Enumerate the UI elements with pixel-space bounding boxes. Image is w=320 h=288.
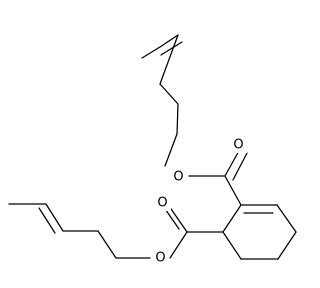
top-pentenyl-chain bbox=[141, 34, 183, 167]
ring-bond-left-upper bbox=[222, 204, 242, 233]
top-chain-bond-2 bbox=[159, 34, 179, 48]
ring-bond-right-upper bbox=[276, 204, 297, 233]
oxygen-2-background bbox=[230, 137, 247, 153]
bottom-chain-double-bond-line-2 bbox=[38, 207, 56, 234]
top-chain-bond-5 bbox=[164, 133, 178, 167]
bottom-pentenyl-chain bbox=[8, 203, 151, 259]
upper-carbonyl-bond-2 bbox=[232, 152, 248, 181]
lower-carbonyl-bond-1 bbox=[168, 205, 188, 233]
oxygen-2-label: O bbox=[233, 138, 243, 153]
top-chain-bond-1 bbox=[141, 46, 161, 59]
upper-carbonyl-bond-1 bbox=[224, 148, 241, 177]
bottom-chain-double-bond-line-1 bbox=[45, 203, 64, 232]
top-chain-bond-3 bbox=[159, 83, 179, 105]
bottom-chain-bond-2 bbox=[97, 230, 117, 259]
lower-ester-group bbox=[162, 205, 224, 259]
oxygen-1-background bbox=[170, 169, 187, 185]
ring-bond-left-lower bbox=[222, 231, 242, 260]
chemical-structure-diagram: O O O O bbox=[8, 34, 297, 266]
oxygen-4-background bbox=[152, 250, 169, 266]
upper-ester-carbon-bond bbox=[224, 175, 242, 206]
oxygen-3-label: O bbox=[157, 196, 167, 211]
upper-ester-group bbox=[188, 148, 248, 206]
top-chain-double-bond-line-2 bbox=[159, 34, 179, 85]
lower-ester-o-bond bbox=[169, 231, 188, 259]
chemical-structure-canvas: O O O O bbox=[8, 34, 297, 266]
oxygen-4-label: O bbox=[155, 251, 165, 266]
top-chain-bond-4 bbox=[176, 103, 179, 135]
top-chain-double-bond-line-1 bbox=[160, 41, 183, 56]
ring-bond-right-lower bbox=[277, 231, 297, 260]
cyclohexene-ring bbox=[222, 204, 297, 260]
oxygen-1-label: O bbox=[173, 170, 183, 185]
oxygen-atom-labels: O O O O bbox=[152, 137, 247, 266]
oxygen-3-background bbox=[154, 195, 171, 211]
